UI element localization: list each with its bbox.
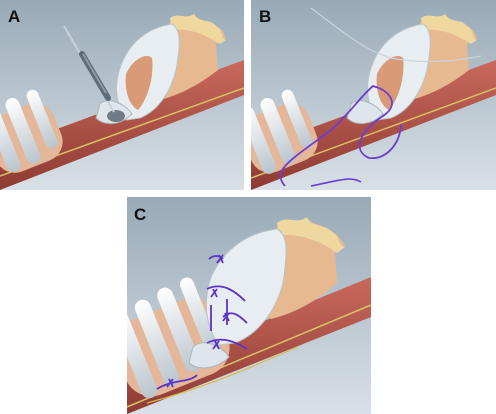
panel-b-illustration [251, 0, 496, 190]
panel-label-a: A [8, 7, 21, 26]
panel-a-illustration [0, 0, 244, 190]
panel-c-illustration [127, 197, 371, 414]
muscle-strip [251, 60, 496, 190]
panel-label-c: C [134, 205, 147, 224]
trachea [0, 89, 63, 173]
panel-c [127, 197, 371, 414]
muscle-strip [0, 60, 244, 190]
suture-loop [279, 85, 402, 187]
trachea [127, 277, 230, 399]
needle-thread [310, 7, 482, 63]
panel-b [251, 0, 496, 190]
sutures [156, 254, 248, 390]
larynx [95, 14, 226, 124]
panel-a [0, 0, 244, 190]
panel-label-b: B [259, 7, 272, 26]
trachea [251, 89, 318, 174]
probe [63, 25, 115, 113]
larynx [188, 217, 345, 369]
larynx [346, 14, 477, 124]
